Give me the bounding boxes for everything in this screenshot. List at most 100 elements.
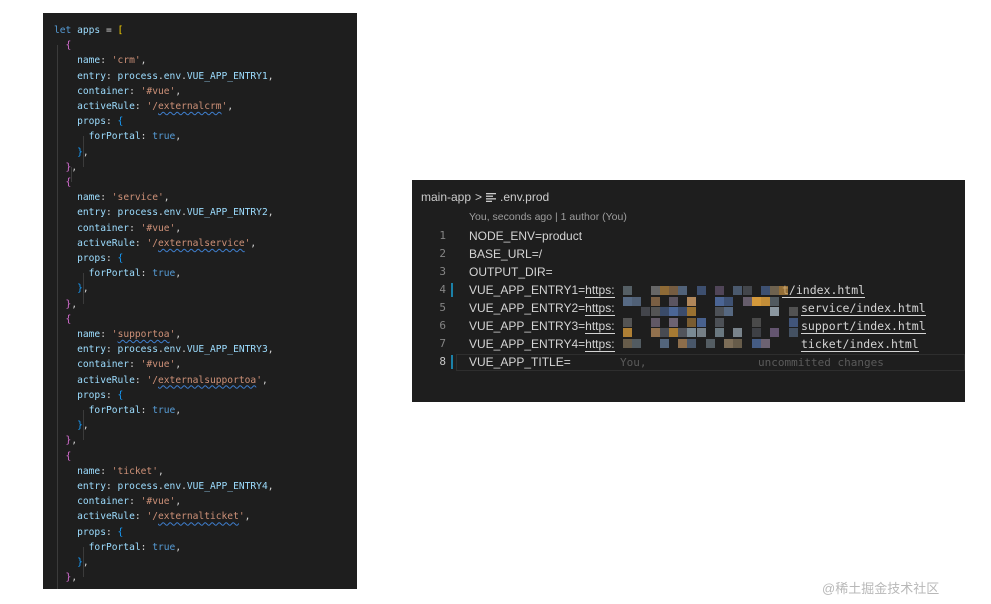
env-line[interactable]: VUE_APP_ENTRY2=https: [469, 301, 615, 316]
code-token: externalservice [158, 237, 245, 249]
code-line[interactable]: name: 'crm', [54, 53, 146, 68]
redaction-pixel [715, 317, 724, 327]
env-line[interactable]: VUE_APP_ENTRY3=https: [469, 319, 615, 334]
url-start[interactable]: https: [585, 337, 615, 352]
code-token: : [100, 465, 112, 477]
codelens-blame[interactable]: You, seconds ago | 1 author (You) [469, 211, 627, 223]
code-line[interactable]: container: '#vue', [54, 357, 181, 372]
code-token: . [181, 70, 187, 82]
code-token: , [82, 146, 89, 158]
code-token: } [54, 298, 72, 310]
env-line[interactable]: VUE_APP_ENTRY4=https: [469, 337, 615, 352]
code-line[interactable]: }, [54, 281, 89, 296]
code-line[interactable]: container: '#vue', [54, 221, 181, 236]
code-token: env [163, 70, 182, 82]
redaction-pixel [650, 286, 660, 295]
code-line[interactable]: props: { [54, 388, 123, 403]
code-line[interactable]: }, [54, 418, 89, 433]
code-token: externalcrm [158, 101, 222, 112]
line-number[interactable]: 1 [439, 229, 446, 242]
code-line[interactable]: entry: process.env.VUE_APP_ENTRY3, [54, 342, 273, 357]
code-line[interactable]: entry: process.env.VUE_APP_ENTRY4, [54, 479, 273, 494]
breadcrumb-file[interactable]: .env.prod [500, 190, 550, 204]
code-line[interactable]: name: 'ticket', [54, 464, 164, 479]
code-line[interactable]: { [54, 175, 72, 190]
code-line[interactable]: entry: process.env.VUE_APP_ENTRY1, [54, 69, 273, 84]
code-line[interactable]: activeRule: '/externalticket', [54, 509, 250, 524]
code-editor-right: main-app>.env.prod You, seconds ago | 1 … [412, 180, 965, 402]
code-token: true [152, 541, 176, 553]
git-change-marker[interactable] [451, 283, 453, 297]
url-start[interactable]: https: [585, 301, 615, 316]
line-number[interactable]: 7 [439, 337, 446, 350]
url-end[interactable]: service/index.html [801, 301, 926, 316]
redaction-pixel [751, 338, 761, 348]
code-token: . [157, 207, 164, 219]
line-number[interactable]: 6 [439, 319, 446, 332]
indent-guide [83, 273, 84, 304]
code-line[interactable]: props: { [54, 114, 123, 129]
redaction-pixel [715, 328, 724, 337]
env-line[interactable]: BASE_URL=/ [469, 247, 543, 261]
code-line[interactable]: activeRule: '/externalservice', [54, 236, 256, 251]
code-line[interactable]: props: { [54, 251, 123, 266]
redaction-pixel [751, 317, 761, 327]
redaction-pixel [733, 328, 743, 337]
url-end[interactable]: support/index.html [801, 319, 926, 334]
env-line[interactable]: VUE_APP_TITLE= [469, 355, 571, 369]
env-line[interactable]: NODE_ENV=product [469, 229, 583, 243]
env-line[interactable]: VUE_APP_ENTRY1=https: [469, 283, 615, 298]
line-number[interactable]: 3 [439, 265, 446, 278]
breadcrumb-folder[interactable]: main-app [421, 190, 472, 204]
env-line[interactable]: OUTPUT_DIR= [469, 265, 553, 279]
code-line[interactable]: props: { [54, 525, 123, 540]
code-token: props [54, 389, 106, 401]
url-end[interactable]: ticket/index.html [801, 337, 919, 352]
code-line[interactable]: { [54, 312, 72, 327]
code-line[interactable]: }, [54, 297, 78, 312]
code-line[interactable]: }, [54, 433, 78, 448]
code-token: name [54, 329, 101, 340]
code-token: entry [54, 481, 106, 492]
code-token: container [54, 85, 130, 97]
code-line[interactable]: }, [54, 555, 89, 570]
code-line[interactable]: container: '#vue', [54, 84, 181, 99]
redaction-pixel [724, 307, 734, 316]
inline-blame-end: uncommitted changes [758, 356, 884, 369]
redaction-pixel [715, 286, 724, 295]
code-line[interactable]: forPortal: true, [54, 540, 181, 555]
line-number[interactable]: 4 [439, 283, 446, 296]
line-number[interactable]: 8 [439, 355, 446, 368]
code-token: : [129, 85, 141, 97]
code-line[interactable]: forPortal: true, [54, 266, 181, 281]
code-line[interactable]: let apps = [ [54, 23, 123, 38]
lines-icon [486, 193, 497, 202]
url-start[interactable]: https: [585, 283, 615, 298]
url-start[interactable]: https: [585, 319, 615, 334]
code-line[interactable]: name: 'service', [54, 190, 169, 205]
code-line[interactable]: { [54, 38, 72, 53]
redaction-pixel [696, 317, 706, 327]
code-token: props [54, 116, 106, 128]
redaction-pixel [761, 338, 770, 348]
code-line[interactable]: }, [54, 145, 89, 160]
code-line[interactable]: activeRule: '/externalcrm', [54, 99, 233, 114]
code-token: , [175, 541, 182, 553]
code-line[interactable]: forPortal: true, [54, 129, 181, 144]
code-line[interactable]: container: '#vue', [54, 494, 181, 509]
code-token: container [54, 359, 130, 371]
code-line[interactable]: name: 'supportoa', [54, 327, 181, 342]
code-line[interactable]: }, [54, 160, 78, 175]
code-line[interactable]: activeRule: '/externalsupportoa', [54, 373, 268, 388]
code-token: , [140, 55, 147, 67]
code-line[interactable]: }, [54, 570, 78, 585]
line-number[interactable]: 2 [439, 247, 446, 260]
redaction-pixel [687, 307, 697, 316]
code-token: ' [256, 374, 262, 386]
code-line[interactable]: forPortal: true, [54, 403, 181, 418]
url-end[interactable]: t/index.html [782, 283, 866, 298]
git-change-marker[interactable] [451, 355, 453, 369]
code-line[interactable]: { [54, 449, 72, 464]
code-line[interactable]: entry: process.env.VUE_APP_ENTRY2, [54, 205, 273, 220]
line-number[interactable]: 5 [439, 301, 446, 314]
